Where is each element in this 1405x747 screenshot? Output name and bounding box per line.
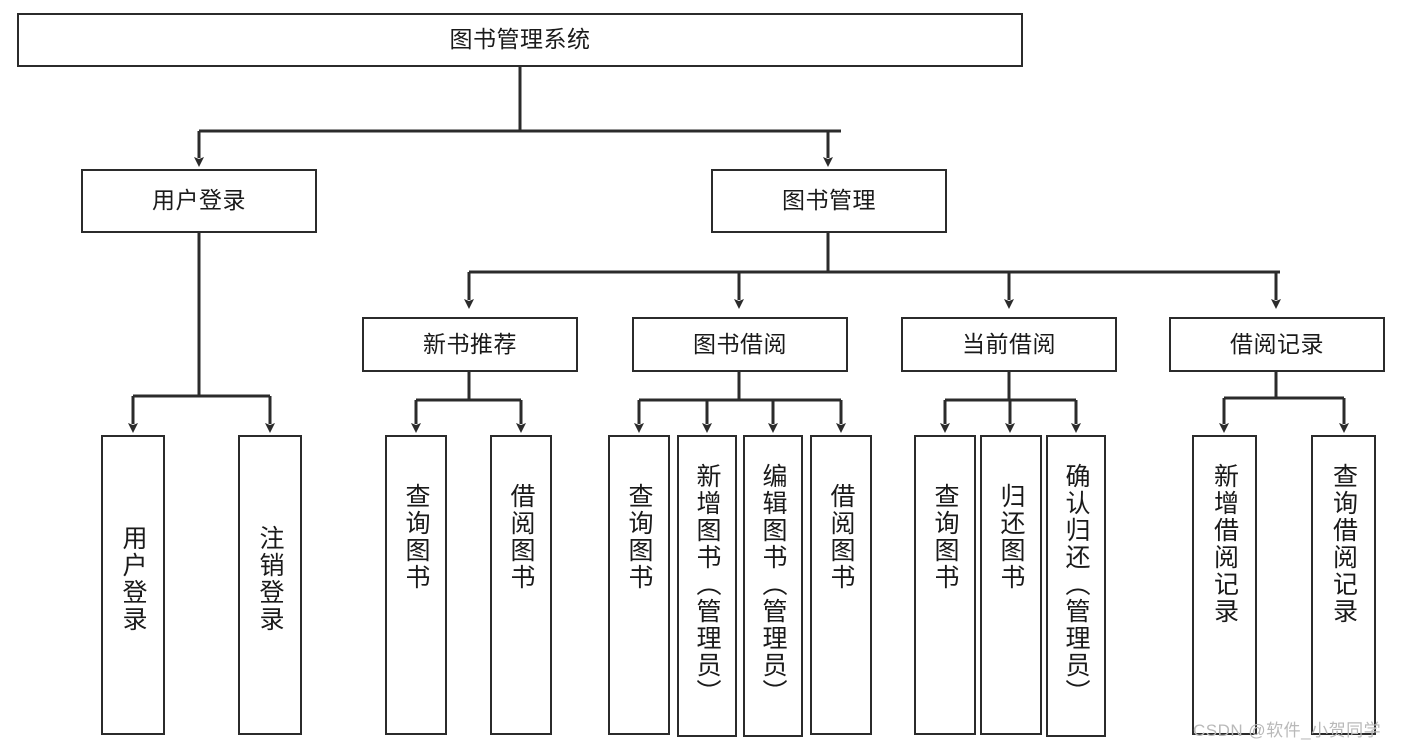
node-new-book-recommend[interactable]: 新书推荐 xyxy=(362,317,578,372)
leaf-book-borrow-borrow-book[interactable]: 借阅图书 xyxy=(810,435,872,735)
node-label: 归还图书 xyxy=(997,483,1025,591)
leaf-new-book-borrow-book[interactable]: 借阅图书 xyxy=(490,435,552,735)
node-label: 借阅图书 xyxy=(827,483,855,591)
leaf-book-borrow-query-book[interactable]: 查询图书 xyxy=(608,435,670,735)
node-label: 新增图书（管理员） xyxy=(693,463,721,706)
node-label: 图书管理 xyxy=(782,187,876,214)
csdn-watermark: CSDN @软件_小贺同学 xyxy=(1193,721,1382,740)
node-label: 新书推荐 xyxy=(423,330,517,357)
node-label: 确认归还（管理员） xyxy=(1062,463,1090,706)
node-label: 图书借阅 xyxy=(693,330,787,357)
leaf-user-login-logout[interactable]: 注销登录 xyxy=(238,435,302,735)
node-label: 借阅图书 xyxy=(507,483,535,591)
node-label: 图书管理系统 xyxy=(449,26,591,53)
leaf-borrow-record-query-record[interactable]: 查询借阅记录 xyxy=(1311,435,1376,735)
leaf-user-login-login[interactable]: 用户登录 xyxy=(101,435,165,735)
leaf-current-borrow-confirm-return-admin[interactable]: 确认归还（管理员） xyxy=(1046,435,1106,737)
leaf-borrow-record-add-record[interactable]: 新增借阅记录 xyxy=(1192,435,1257,735)
node-user-login[interactable]: 用户登录 xyxy=(81,169,317,233)
leaf-book-borrow-add-book-admin[interactable]: 新增图书（管理员） xyxy=(677,435,737,737)
node-root-book-management-system[interactable]: 图书管理系统 xyxy=(17,13,1023,67)
node-book-borrow[interactable]: 图书借阅 xyxy=(632,317,848,372)
node-label: 查询借阅记录 xyxy=(1329,463,1358,625)
node-label: 注销登录 xyxy=(256,525,284,633)
node-book-management[interactable]: 图书管理 xyxy=(711,169,947,233)
node-label: 查询图书 xyxy=(402,483,430,591)
node-label: 借阅记录 xyxy=(1230,330,1324,357)
leaf-new-book-query-book[interactable]: 查询图书 xyxy=(385,435,447,735)
node-label: 新增借阅记录 xyxy=(1210,463,1239,625)
node-label: 查询图书 xyxy=(625,483,653,591)
node-borrow-record[interactable]: 借阅记录 xyxy=(1169,317,1385,372)
node-label: 当前借阅 xyxy=(962,330,1056,357)
node-current-borrow[interactable]: 当前借阅 xyxy=(901,317,1117,372)
leaf-current-borrow-query-book[interactable]: 查询图书 xyxy=(914,435,976,735)
node-label: 用户登录 xyxy=(152,187,246,214)
node-label: 查询图书 xyxy=(931,483,959,591)
node-label: 编辑图书（管理员） xyxy=(759,463,787,706)
leaf-current-borrow-return-book[interactable]: 归还图书 xyxy=(980,435,1042,735)
leaf-book-borrow-edit-book-admin[interactable]: 编辑图书（管理员） xyxy=(743,435,803,737)
node-label: 用户登录 xyxy=(119,525,147,633)
